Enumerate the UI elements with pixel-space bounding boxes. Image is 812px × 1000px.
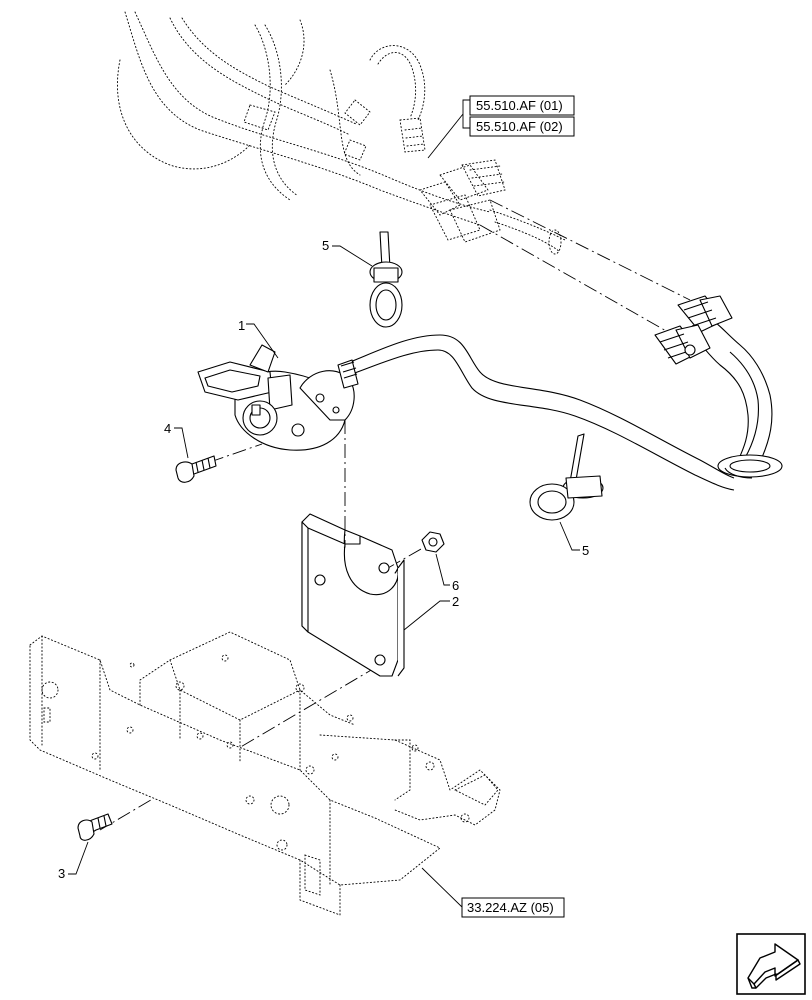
background-harness <box>117 11 566 255</box>
nut-item-6 <box>421 531 445 553</box>
cable-harness <box>349 319 783 491</box>
cable-tie-upper <box>369 231 403 328</box>
reference-leader <box>421 867 463 908</box>
callout-5a[interactable]: 5 <box>322 238 373 267</box>
reference-box-55510af-02[interactable]: 55.510.AF (02) <box>469 116 575 137</box>
cable-tie-lower <box>529 433 604 521</box>
callout-label: 4 <box>164 421 171 436</box>
next-arrow-icon[interactable] <box>736 933 806 995</box>
bolt-item-4 <box>175 455 217 483</box>
callout-label: 5 <box>582 543 589 558</box>
callout-label: 3 <box>58 866 65 881</box>
screw-item-3 <box>77 813 113 841</box>
reference-box-55510af-01[interactable]: 55.510.AF (01) <box>469 95 575 116</box>
reference-label: 55.510.AF (01) <box>476 98 563 113</box>
reference-label: 33.224.AZ (05) <box>467 900 554 915</box>
callout-label: 6 <box>452 578 459 593</box>
chassis-frame <box>29 631 501 916</box>
reference-box-33224az-05[interactable]: 33.224.AZ (05) <box>461 897 565 918</box>
alignment-lines <box>99 199 691 831</box>
callout-label: 5 <box>322 238 329 253</box>
mounting-bracket <box>301 513 405 677</box>
callout-5b[interactable]: 5 <box>559 521 589 558</box>
connector-upper <box>677 295 733 333</box>
reference-bracket <box>427 99 470 159</box>
reference-label: 55.510.AF (02) <box>476 119 563 134</box>
trailer-socket <box>197 344 359 451</box>
callout-3[interactable]: 3 <box>58 841 89 881</box>
callout-6[interactable]: 6 <box>435 553 459 593</box>
callout-2[interactable]: 2 <box>403 594 459 631</box>
callout-label: 2 <box>452 594 459 609</box>
connector-lower <box>654 324 711 365</box>
callout-label: 1 <box>238 318 245 333</box>
callout-4[interactable]: 4 <box>164 421 189 459</box>
callout-1[interactable]: 1 <box>238 318 279 359</box>
